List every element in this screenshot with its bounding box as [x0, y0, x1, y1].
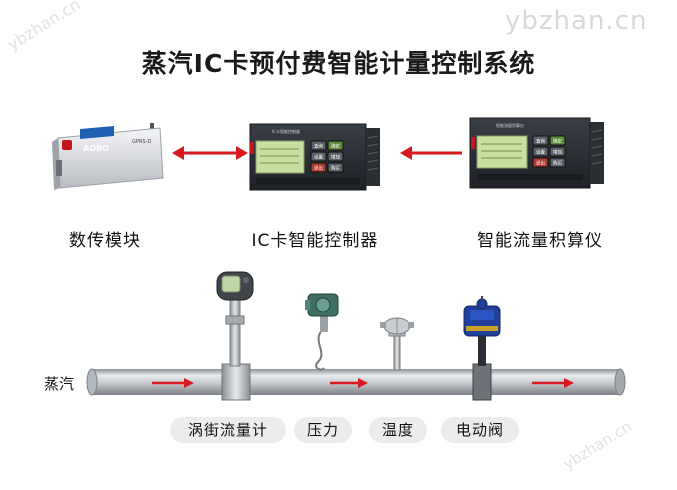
keypad-button-label: 购买	[553, 160, 562, 167]
pressure-transmitter	[305, 293, 339, 371]
ic-controller-footer	[256, 178, 360, 184]
vortex-flowmeter	[216, 271, 254, 401]
keypad-button	[310, 151, 327, 162]
keypad-button-label: 查询	[314, 143, 323, 150]
keypad-button-label: 设置	[536, 149, 545, 156]
temperature-label: 温度	[369, 417, 427, 443]
flow-totalizer-panel-title: 智能流量积算仪	[496, 122, 524, 128]
modem-logo-icon	[62, 140, 72, 150]
steam-medium-label: 蒸汽	[44, 375, 75, 393]
keypad-button-label: 查询	[536, 138, 545, 145]
vortex-flowmeter-label: 涡街流量计	[170, 417, 286, 443]
diagram-title: 蒸汽IC卡预付费智能计量控制系统	[141, 49, 536, 78]
keypad-button-label: 确定	[553, 138, 562, 145]
pipe-inlet-end	[86, 368, 98, 396]
flow-totalizer-logo-icon	[471, 137, 475, 149]
watermark-top: ybzhan.cn	[505, 6, 648, 36]
keypad-button-label: 增加	[553, 149, 562, 156]
keypad-button	[549, 135, 566, 146]
modem-brand-text: AOBO	[83, 144, 109, 153]
keypad-button-label: 设置	[314, 154, 323, 161]
keypad-button-label: 确定	[331, 143, 340, 150]
ic-controller-label: IC卡智能控制器	[251, 231, 379, 251]
temperature-probe	[393, 333, 401, 371]
pipe-outlet-end	[614, 368, 626, 396]
modem-body	[57, 127, 164, 189]
keypad-button	[327, 140, 344, 151]
valve-body	[472, 363, 492, 401]
steam-pipe	[86, 368, 626, 396]
ic-controller-panel-title: IC卡智能控制器	[272, 128, 300, 134]
flow-totalizer-label: 智能流量积算仪	[477, 231, 603, 251]
electric-valve-label: 电动阀	[441, 417, 519, 443]
arrow-totalizer-controller	[400, 146, 462, 160]
arrow-modem-controller	[172, 146, 248, 160]
keypad-button	[549, 157, 566, 168]
ic-controller-logo-icon	[250, 142, 254, 154]
modem-model-text: GPRS-D	[132, 139, 151, 145]
keypad-button	[532, 135, 549, 146]
valve-yoke	[478, 336, 486, 366]
keypad-button-label: 购买	[331, 165, 340, 172]
vortex-flowmeter-display	[221, 275, 241, 293]
temperature-sensor	[380, 317, 414, 371]
keypad-button	[310, 140, 327, 151]
keypad-button-label: 退出	[314, 165, 323, 172]
pressure-label: 压力	[294, 417, 352, 443]
keypad-button	[549, 146, 566, 157]
flow-totalizer-lcd	[476, 135, 528, 169]
keypad-button	[532, 146, 549, 157]
modem-serial-port	[56, 160, 62, 176]
keypad-button	[310, 162, 327, 173]
modem-device: AOBO GPRS-D	[52, 123, 164, 190]
keypad-button	[532, 157, 549, 168]
keypad-button	[327, 162, 344, 173]
pressure-impulse-tube	[315, 329, 325, 371]
keypad-button	[327, 151, 344, 162]
electric-valve	[463, 296, 501, 401]
ic-controller-lcd	[255, 140, 305, 174]
flow-totalizer-footer	[477, 174, 583, 180]
flow-arrow-3	[532, 378, 574, 388]
modem-brand-badge	[80, 126, 114, 140]
keypad-button-label: 增加	[331, 154, 340, 161]
flow-totalizer-side	[590, 122, 604, 184]
vortex-flowmeter-body	[221, 363, 251, 401]
modem-label: 数传模块	[69, 231, 141, 251]
keypad-button-label: 退出	[536, 160, 545, 167]
flow-arrow-1	[152, 378, 194, 388]
flow-arrow-2	[330, 378, 368, 388]
ic-controller-side	[366, 128, 380, 186]
vortex-flowmeter-stem	[229, 299, 241, 367]
